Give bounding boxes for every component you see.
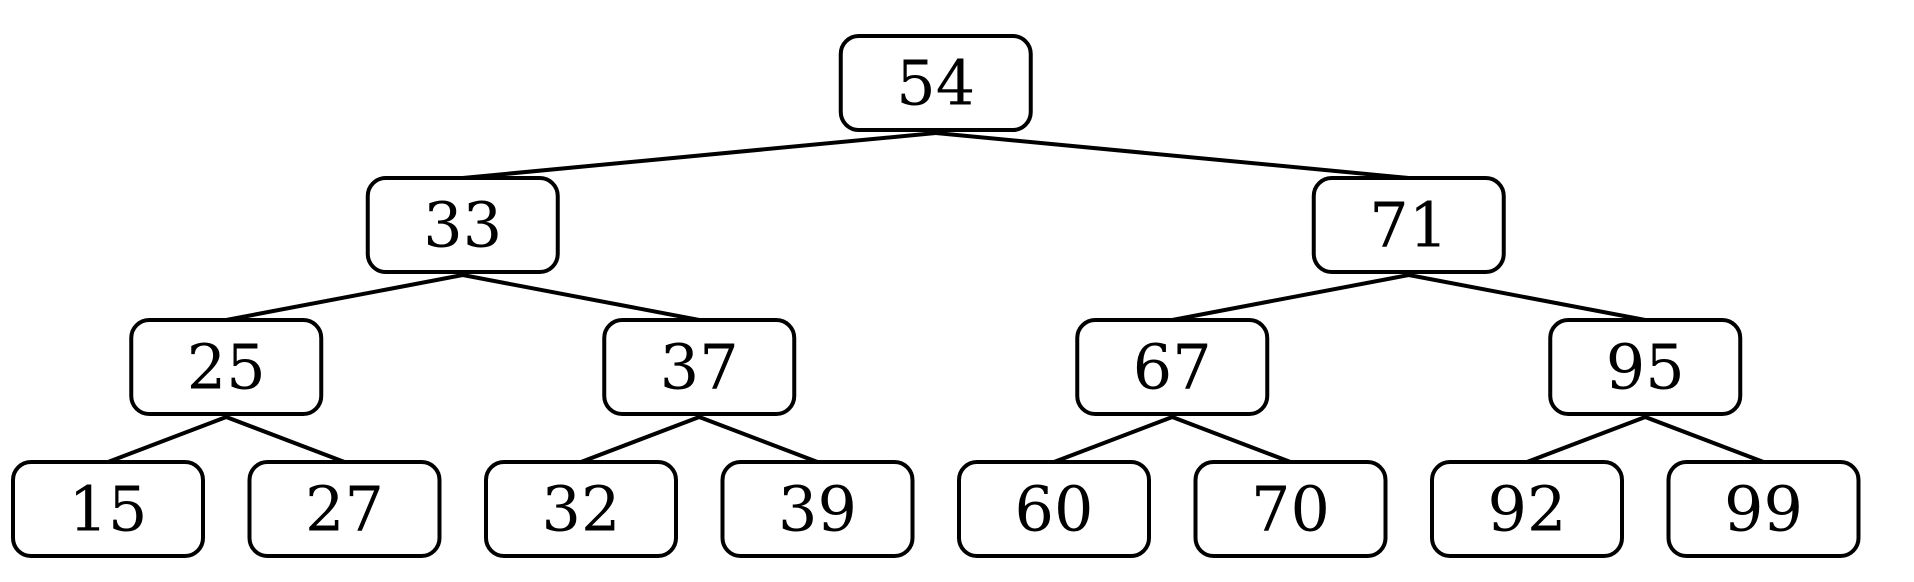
node-label: 27 [305,473,384,546]
tree-node: 71 [1311,176,1506,274]
node-label: 95 [1606,331,1685,404]
tree-edge [224,273,465,322]
node-label: 54 [896,47,975,120]
tree-node: 54 [838,34,1033,132]
node-box [602,318,797,416]
node-box [247,460,442,558]
tree-node: 33 [365,176,560,274]
tree-node: 60 [957,460,1151,558]
tree-node: 37 [602,318,797,416]
node-label: 71 [1369,189,1448,262]
tree-node: 39 [720,460,915,558]
tree-edge [697,415,820,464]
tree-node: 25 [129,318,324,416]
node-label: 25 [187,331,266,404]
tree-edge [460,131,938,180]
node-label: 39 [778,473,857,546]
tree-edge [106,415,229,464]
tree-node: 70 [1193,460,1388,558]
node-label: 33 [423,189,502,262]
node-box [1193,460,1388,558]
tree-edge [933,131,1411,180]
tree-node: 92 [1430,460,1624,558]
node-box [720,460,915,558]
node-box [1666,460,1861,558]
tree-edge [1052,415,1175,464]
node-box [1548,318,1743,416]
node-label: 60 [1015,473,1094,546]
tree-node: 32 [484,460,678,558]
node-box [1430,460,1624,558]
node-box [365,176,560,274]
node-label: 15 [69,473,148,546]
node-label: 67 [1133,331,1212,404]
node-box [1311,176,1506,274]
node-box [11,460,205,558]
node-box [957,460,1151,558]
tree-edge [1170,273,1411,322]
tree-edge [1170,415,1293,464]
tree-node: 67 [1075,318,1270,416]
tree-node: 99 [1666,460,1861,558]
tree-edge [1525,415,1648,464]
tree-node: 27 [247,460,442,558]
tree-node: 15 [11,460,205,558]
node-box [1075,318,1270,416]
node-box [838,34,1033,132]
node-box [129,318,324,416]
node-label: 92 [1488,473,1567,546]
node-label: 32 [542,473,621,546]
node-label: 99 [1724,473,1803,546]
tree-edge [224,415,347,464]
node-box [484,460,678,558]
tree-edge [1643,415,1766,464]
node-label: 37 [660,331,739,404]
tree-node: 95 [1548,318,1743,416]
tree-edge [579,415,702,464]
node-label: 70 [1251,473,1330,546]
tree-edges [106,131,1766,464]
tree-edge [460,273,702,322]
tree-edge [1406,273,1648,322]
tree-nodes: 54 33 71 25 37 67 95 15 27 32 39 60 70 92 99 [11,34,1861,558]
